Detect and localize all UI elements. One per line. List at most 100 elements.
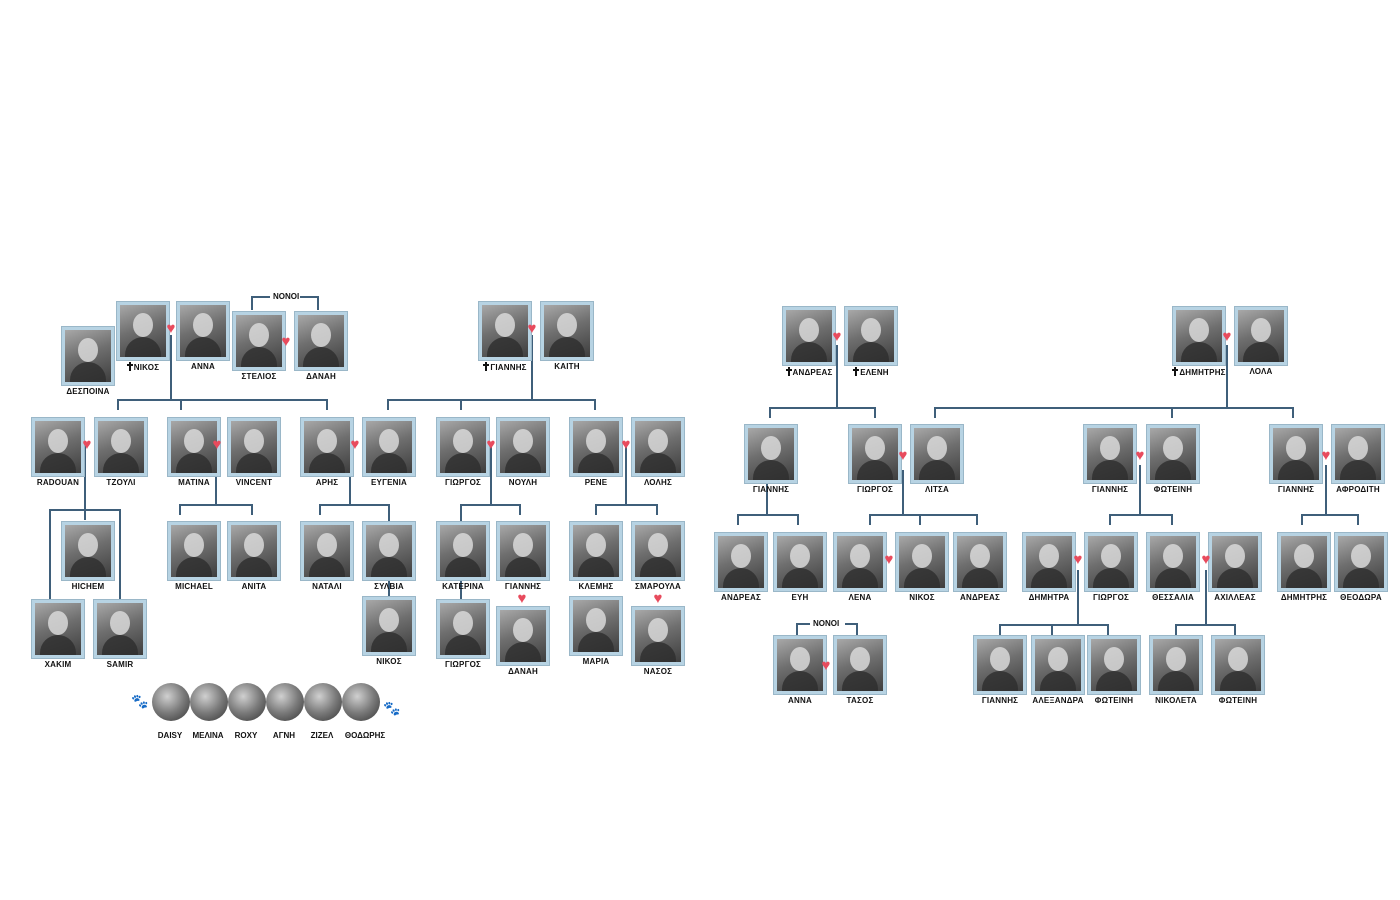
person-name-text: ΝΟΥΛΗ <box>508 478 538 487</box>
person-name-text: ΔΗΜΗΤΡΗΣ <box>1280 593 1328 602</box>
person-name: HICHEM <box>42 582 134 591</box>
person-name-text: ΦΩΤΕΙΝΗ <box>1153 485 1193 494</box>
person-name-text: ΡΕΝΕ <box>584 478 608 487</box>
portrait-photo <box>177 302 229 360</box>
person-name-text: SAMIR <box>106 660 134 669</box>
person-name: ΝΙΚΟΣ <box>876 593 968 602</box>
portrait-photo <box>783 307 835 365</box>
portrait-photo <box>1032 636 1084 694</box>
portrait-photo <box>845 307 897 365</box>
person-name: ΦΩΤΕΙΝΗ <box>1068 696 1160 705</box>
person-name-text: ΜΑΡΙΑ <box>582 657 610 666</box>
heart-icon: ♥ <box>1222 328 1232 345</box>
person-name: ΜΑΡΙΑ <box>550 657 642 666</box>
person-name: ΝΙΚΟΣ <box>343 657 435 666</box>
person-name: ΔΕΣΠΟΙΝΑ <box>42 387 134 396</box>
pet-photo-thodoris <box>342 683 380 721</box>
person-name: ΜΑΤΙΝΑ <box>148 478 240 487</box>
portrait-photo <box>632 418 684 476</box>
person-name-text: ΕΛΕΝΗ <box>860 368 889 377</box>
person-name-text: ΣΥΛΒΙΑ <box>374 582 404 591</box>
person-name: ΤΑΣΟΣ <box>814 696 906 705</box>
heart-icon: ♥ <box>884 551 894 568</box>
person-name-text: ΚΑΙΤΗ <box>554 362 580 371</box>
person-name: ΓΙΑΝΝΗΣ <box>477 582 569 591</box>
paw-icon-right: 🐾 <box>383 700 401 716</box>
portrait-photo <box>570 522 622 580</box>
portrait-photo <box>437 418 489 476</box>
person-name-text: ΝΙΚΟΣ <box>909 593 935 602</box>
pet-name: DAISY <box>157 731 183 740</box>
person-name: ΓΙΑΝΝΗΣ <box>459 362 551 372</box>
portrait-photo <box>632 522 684 580</box>
person-name: ΑΧΙΛΛΕΑΣ <box>1189 593 1281 602</box>
portrait-photo <box>570 418 622 476</box>
heart-icon: ♥ <box>1201 551 1211 568</box>
person-name-text: ΚΑΤΕΡΙΝΑ <box>442 582 484 591</box>
portrait-photo <box>1150 636 1202 694</box>
person-name-text: ΑΝΔΡΕΑΣ <box>721 593 761 602</box>
person-name: ΑΝΔΡΕΑΣ <box>695 593 787 602</box>
pet-photo-roxy <box>228 683 266 721</box>
person-name-text: ΛΟΛΗΣ <box>643 478 673 487</box>
person-name: ΔΑΝΑΗ <box>275 372 367 381</box>
person-name: ΚΑΤΕΡΙΝΑ <box>417 582 509 591</box>
person-name-text: ΔΑΝΑΗ <box>508 667 538 676</box>
portrait-photo <box>541 302 593 360</box>
person-name-text: RADOUAN <box>36 478 80 487</box>
person-name: ΛΟΛΑ <box>1215 367 1307 376</box>
person-name-text: ΓΙΑΝΝΗΣ <box>981 696 1019 705</box>
heart-icon: ♥ <box>212 436 222 453</box>
portrait-photo <box>834 636 886 694</box>
portrait-photo <box>849 425 901 483</box>
portrait-photo <box>1023 533 1075 591</box>
portrait-photo <box>497 607 549 665</box>
person-name-text: ΑΝΔΡΕΑΣ <box>960 593 1000 602</box>
heart-icon: ♥ <box>1073 551 1083 568</box>
heart-icon: ♥ <box>621 436 631 453</box>
heart-icon: ♥ <box>821 657 831 674</box>
person-name: ΛΟΛΗΣ <box>612 478 704 487</box>
portrait-photo <box>954 533 1006 591</box>
portrait-photo <box>715 533 767 591</box>
person-name: ΑΡΗΣ <box>281 478 373 487</box>
person-name: ΓΙΩΡΓΟΣ <box>417 660 509 669</box>
person-name-text: ΑΛΕΞΑΝΔΡΑ <box>1032 696 1084 705</box>
portrait-photo <box>632 607 684 665</box>
godparents-label-right: ΝΟΝΟΙ <box>813 619 840 628</box>
cross-icon <box>853 367 860 376</box>
portrait-photo <box>295 312 347 370</box>
portrait-photo <box>1173 307 1225 365</box>
person-name-text: ΝΙΚΟΣ <box>376 657 402 666</box>
person-name-text: ΧΑΚΙΜ <box>44 660 72 669</box>
person-name-text: ΣΤΕΛΙΟΣ <box>241 372 277 381</box>
person-name-text: ΔΕΣΠΟΙΝΑ <box>66 387 110 396</box>
person-name: ΕΛΕΝΗ <box>825 367 917 377</box>
portrait-photo <box>301 522 353 580</box>
pet-name: ROXY <box>234 731 258 740</box>
portrait-photo <box>479 302 531 360</box>
person-name: ΛΙΤΣΑ <box>891 485 983 494</box>
person-name: ΛΕΝΑ <box>814 593 906 602</box>
heart-icon: ♥ <box>653 590 663 607</box>
portrait-photo <box>497 418 549 476</box>
portrait-photo <box>363 597 415 655</box>
person-name: ΝΑΣΟΣ <box>612 667 704 676</box>
person-name-text: ΕΥΓΕΝΙΑ <box>371 478 407 487</box>
heart-icon: ♥ <box>898 447 908 464</box>
person-name: ΑΝΔΡΕΑΣ <box>934 593 1026 602</box>
person-name-text: ΦΩΤΕΙΝΗ <box>1218 696 1258 705</box>
person-name: VINCENT <box>208 478 300 487</box>
heart-icon: ♥ <box>527 320 537 337</box>
portrait-photo <box>168 418 220 476</box>
person-name-text: ΑΧΙΛΛΕΑΣ <box>1214 593 1256 602</box>
person-name-text: ΛΟΛΑ <box>1249 367 1273 376</box>
person-name-text: ΓΙΩΡΓΟΣ <box>444 478 481 487</box>
heart-icon: ♥ <box>832 328 842 345</box>
portrait-photo <box>168 522 220 580</box>
paw-icon-left: 🐾 <box>131 693 149 709</box>
portrait-photo <box>228 522 280 580</box>
person-name: ΑΝΝΑ <box>157 362 249 371</box>
person-name-text: ΦΩΤΕΙΝΗ <box>1094 696 1134 705</box>
person-name-text: ΑΝΝΑ <box>191 362 215 371</box>
